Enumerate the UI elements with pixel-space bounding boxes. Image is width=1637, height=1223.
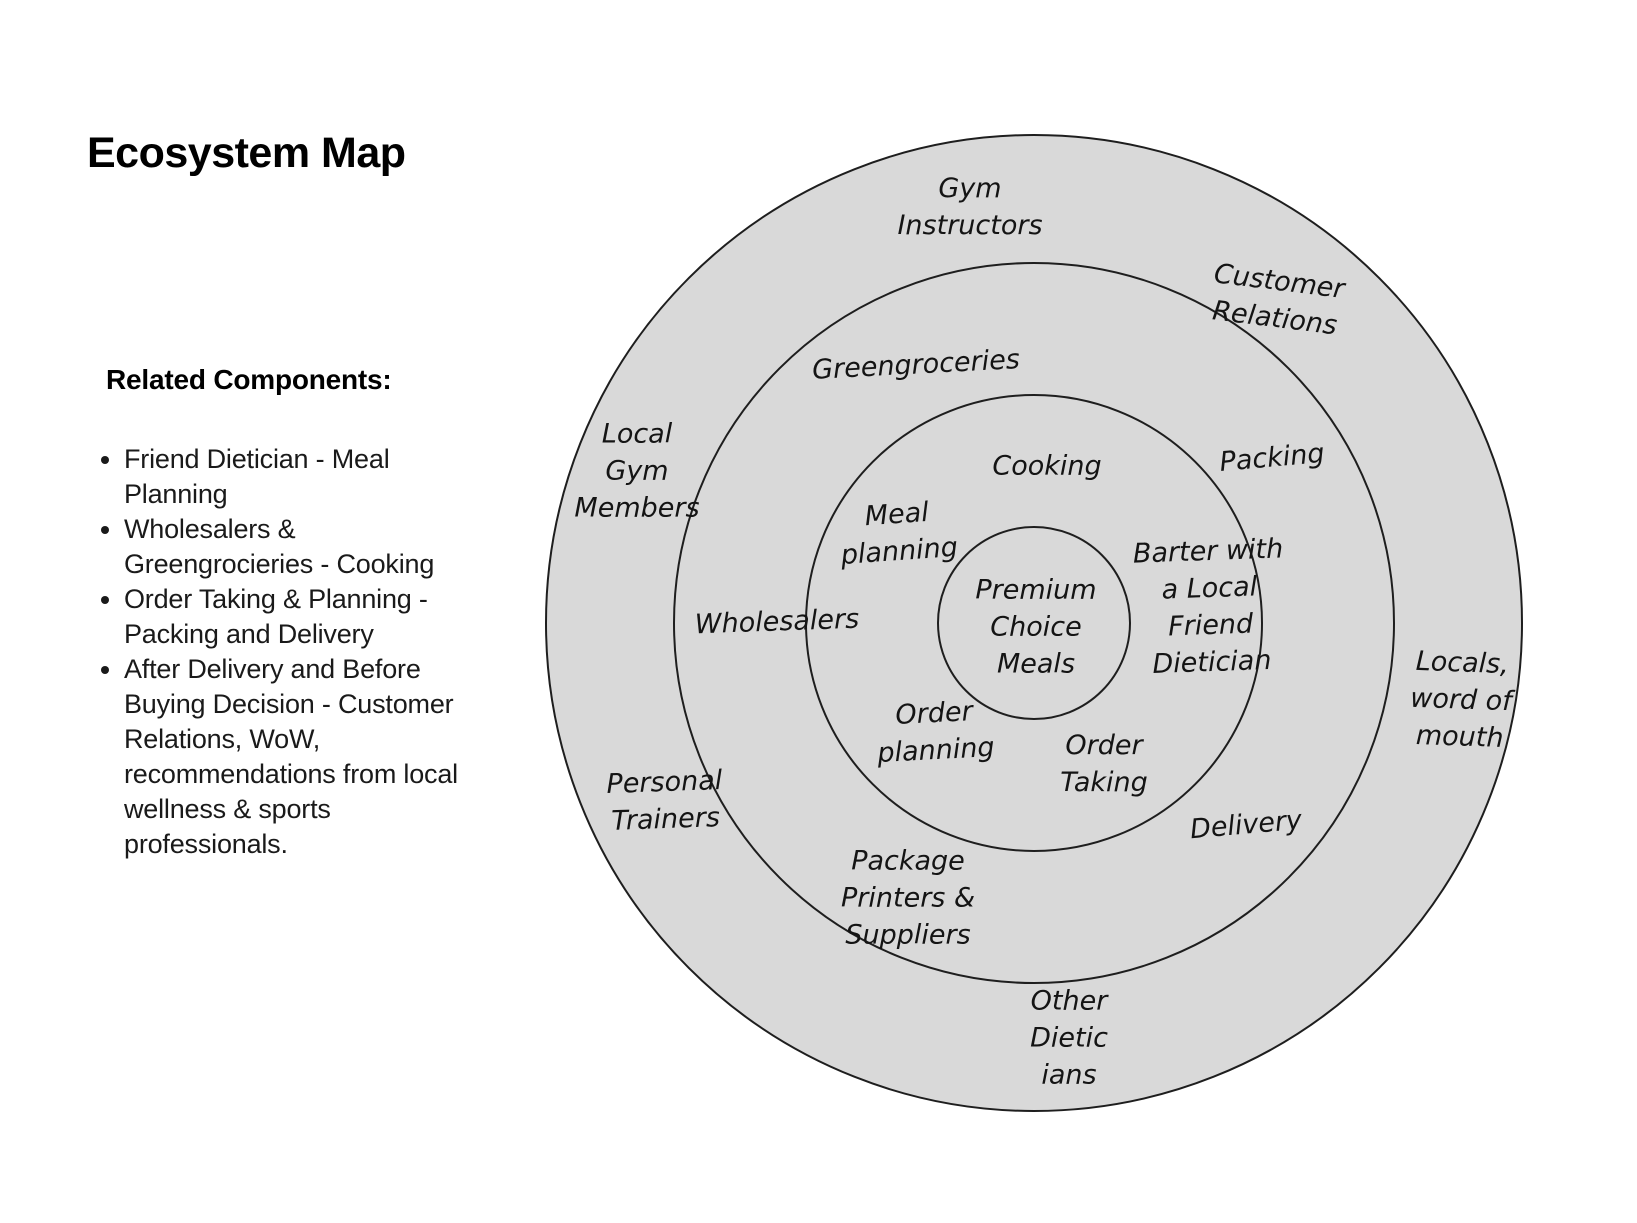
label-line: Suppliers <box>845 919 971 951</box>
related-component-item: Friend Dietician - Meal Planning <box>124 442 472 512</box>
page-title: Ecosystem Map <box>87 129 406 177</box>
label-line: Friend <box>1167 608 1254 643</box>
label-line: Premium <box>975 574 1097 606</box>
label-line: Members <box>574 492 700 524</box>
label-line: Wholesalers <box>694 603 860 641</box>
label-line: Cooking <box>992 450 1102 482</box>
related-components-heading: Related Components: <box>106 364 392 395</box>
related-components-list: Friend Dietician - Meal Planning Wholesa… <box>88 442 472 862</box>
label-line: Printers & <box>841 882 975 914</box>
label-line: a Local <box>1161 571 1258 606</box>
label-line: Dietician <box>1151 644 1272 681</box>
related-component-item: Wholesalers & Greengrocieries - Cooking <box>124 512 472 582</box>
label-gym-instructors: Gym Instructors <box>897 170 1042 244</box>
label-line: Package <box>851 845 965 877</box>
label-line: word of <box>1409 682 1513 718</box>
label-line: Order <box>1065 730 1143 761</box>
label-line: Locals, <box>1415 645 1510 681</box>
label-customer-relations: Customer Relations <box>1207 255 1347 344</box>
label-line: Barter with <box>1132 533 1284 570</box>
label-personal-trainers: Personal Trainers <box>606 762 724 840</box>
label-meal-planning: Meal planning <box>837 492 959 574</box>
label-line: Trainers <box>610 802 721 837</box>
label-line: Meals <box>996 648 1076 680</box>
label-line: Local <box>601 418 673 450</box>
label-line: planning <box>876 731 996 770</box>
label-package-printers-suppliers: Package Printers & Suppliers <box>841 843 975 954</box>
label-line: Dietic <box>1030 1022 1108 1054</box>
label-cooking: Cooking <box>992 448 1101 485</box>
label-line: Instructors <box>897 210 1043 241</box>
label-line: Gym <box>938 173 1002 204</box>
label-wholesalers: Wholesalers <box>694 601 860 644</box>
label-line: Order <box>894 696 974 732</box>
ring-center <box>937 526 1131 720</box>
label-barter-with-a-local-friend-dietician: Barter with a Local Friend Dietician <box>1132 530 1287 683</box>
label-local-gym-members: Local Gym Members <box>574 416 699 527</box>
label-line: Personal <box>605 765 723 801</box>
label-line: Choice <box>990 611 1082 643</box>
label-line: Taking <box>1060 767 1148 798</box>
label-other-dieticians: Other Dietic ians <box>1030 983 1108 1094</box>
related-component-item: Order Taking & Planning - Packing and De… <box>124 582 472 652</box>
related-component-item: After Delivery and Before Buying Decisio… <box>124 652 472 862</box>
label-line: Other <box>1030 985 1108 1017</box>
label-order-planning: Order planning <box>875 692 996 772</box>
label-order-taking: Order Taking <box>1060 727 1148 801</box>
label-locals-word-of-mouth: Locals, word of mouth <box>1408 643 1513 757</box>
label-line: Gym <box>605 455 669 487</box>
label-line: ians <box>1041 1059 1097 1091</box>
label-line: mouth <box>1415 719 1505 754</box>
label-premium-choice-meals: Premium Choice Meals <box>975 572 1096 683</box>
